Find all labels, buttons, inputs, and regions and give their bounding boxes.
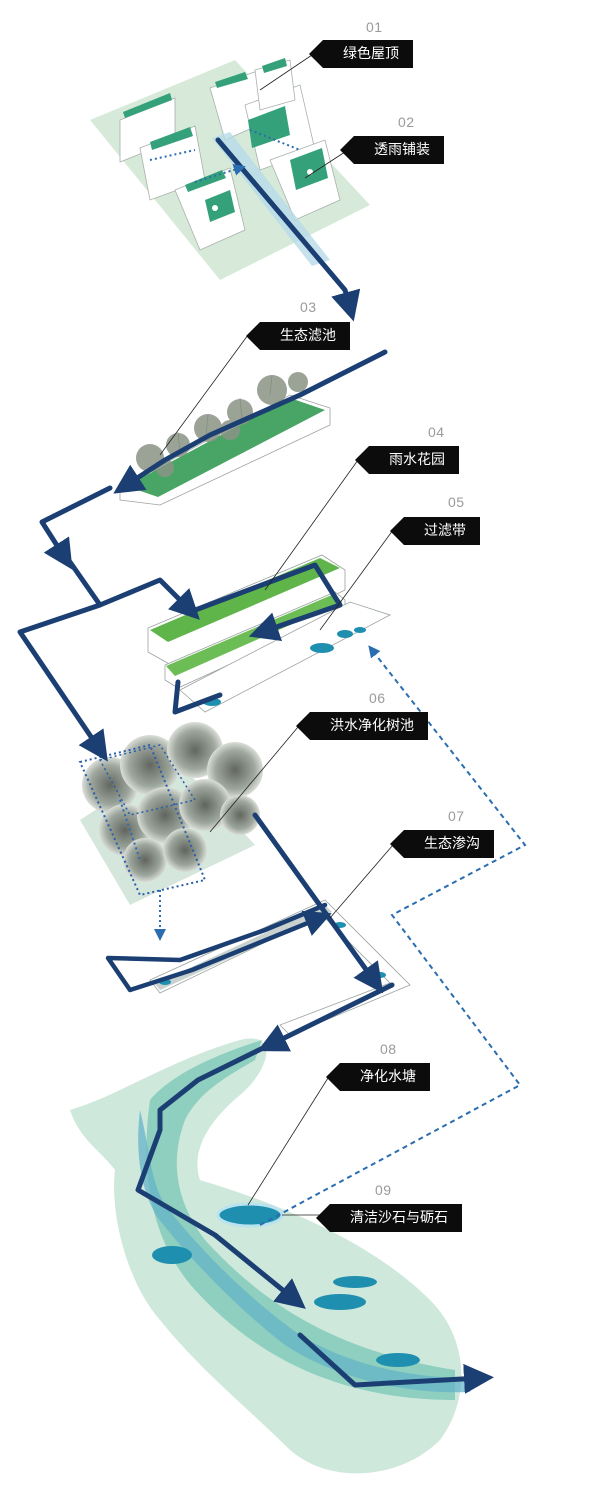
layer-pond-landscape <box>70 1038 470 1474</box>
layer-label-permeable-pavement: 透雨铺装 <box>340 136 444 164</box>
layer-number-07: 07 <box>448 808 465 824</box>
layer-label-green-roof: 绿色屋顶 <box>309 40 413 68</box>
layer-label-eco-swale: 生态渗沟 <box>390 830 494 858</box>
flow-arrow-garden <box>187 562 343 641</box>
leader-lines <box>159 54 394 1216</box>
layer-label-tree-pit: 洪水净化树池 <box>296 712 428 740</box>
flow-arrow-to-outlet <box>297 1332 494 1394</box>
flow-arrow-swale-loop <box>105 902 332 993</box>
dashed-return-line <box>259 645 527 1226</box>
flow-arrow-to-branch <box>67 559 200 620</box>
layer-number-05: 05 <box>448 494 465 510</box>
flow-arrow-filter-in <box>113 349 388 494</box>
flow-arrow-garden-out <box>172 679 223 715</box>
layer-tree-pits <box>78 722 263 905</box>
layer-label-rain-garden: 雨水花园 <box>355 446 459 474</box>
layer-eco-swale <box>149 899 411 1036</box>
flow-arrow-swale-down <box>257 982 395 1052</box>
layer-number-01: 01 <box>366 19 383 35</box>
layer-number-08: 08 <box>380 1041 397 1057</box>
layer-number-06: 06 <box>369 690 386 706</box>
flow-arrows <box>17 137 494 1394</box>
flow-arrow-to-pond <box>135 1044 306 1309</box>
layer-bio-filter <box>119 372 331 506</box>
flow-arrow-filter-out <box>39 485 113 570</box>
layer-number-04: 04 <box>428 424 445 440</box>
dotted-flows <box>119 129 301 941</box>
flow-arrow-to-tree <box>17 602 108 762</box>
layer-label-filter-strip: 过滤带 <box>390 517 480 545</box>
layer-number-03: 03 <box>300 299 317 315</box>
layer-green-roof-block <box>90 58 370 280</box>
flow-arrow-roof-to-filter <box>215 137 361 322</box>
layer-label-clean-gravel: 清洁沙石与砺石 <box>316 1204 462 1232</box>
layer-number-02: 02 <box>398 114 415 130</box>
layer-rain-garden <box>147 554 392 713</box>
flow-arrow-tree-to-swale <box>252 812 384 994</box>
layer-number-09: 09 <box>375 1182 392 1198</box>
layer-label-bio-filter: 生态滤池 <box>246 322 350 350</box>
layer-label-purification-pond: 净化水塘 <box>326 1063 430 1091</box>
